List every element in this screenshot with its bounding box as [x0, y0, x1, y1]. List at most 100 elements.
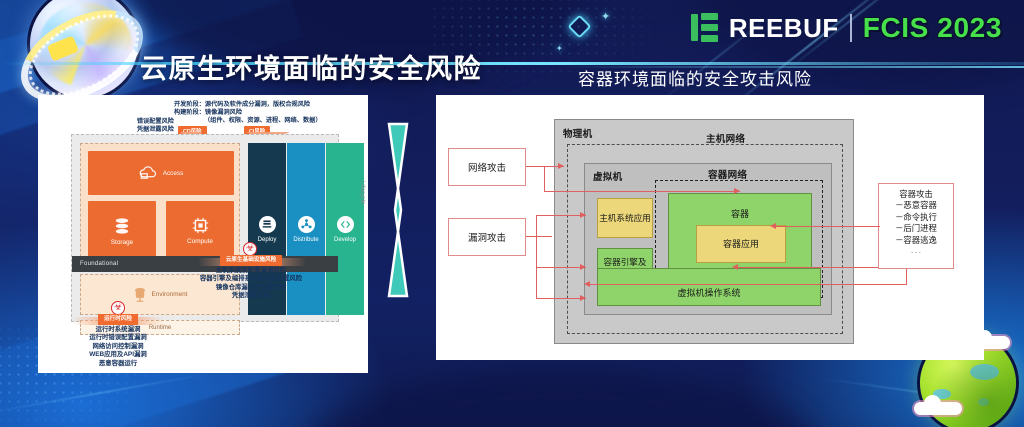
logo-divider	[849, 13, 852, 42]
network-attack-label: 网络攻击	[467, 163, 506, 174]
connector-vuln-3-h	[536, 298, 586, 300]
connector-vuln-1-h2	[536, 215, 586, 217]
environment-icon	[134, 287, 145, 302]
infra-risk-note: 云原生基础设施风险 主机系统及配置漏洞风险 容器引擎及编排系统漏洞及配置风险 镜…	[168, 255, 334, 301]
event-name: FCIS 2023	[862, 11, 1002, 43]
lifecycle-axis-label: Lifecycle	[359, 181, 365, 205]
biohazard-icon-infra: ☣	[243, 242, 257, 256]
cpu-icon	[192, 217, 208, 234]
connector-attack-3-h	[736, 267, 878, 269]
infra-risk-line-2: 容器引擎及编排系统漏洞及配置风险	[199, 275, 303, 283]
connector-attack-3-arrow	[732, 264, 738, 270]
header-glow-line-secondary	[560, 66, 1024, 68]
runtime-risk-line-1: 运行时系统漏洞	[95, 325, 141, 333]
container-attack-item-4: －容器逃逸	[895, 234, 937, 245]
left-note-line-1: 错误配置风险	[136, 118, 174, 125]
runtime-label: Runtime	[148, 324, 172, 331]
connector-attack-2-v	[906, 269, 908, 285]
connector-vuln-1-arrow	[580, 212, 586, 218]
container-attack-item-1: －恶意容器	[895, 200, 937, 211]
host-system-app-box: 主机系统应用	[597, 198, 653, 238]
left-side-note: 错误配置风险 凭据泄露风险	[82, 118, 174, 134]
container-attack-item-5: . . .	[911, 248, 921, 256]
runtime-risk-line-5: 恶意容器运行	[98, 359, 138, 367]
runtime-risk-head: 运行时风险	[98, 314, 138, 325]
virtual-machine-box: 虚拟机 容器网络 容器 容器应用 主机系统应用	[584, 163, 832, 315]
distribute-icon	[297, 215, 315, 233]
bg-blob-bottom	[300, 370, 820, 427]
brand-name: REEBUF	[728, 12, 839, 43]
container-attack-list: 容器攻击 －恶意容器 －命令执行 －后门进程 －容器逃逸 . . .	[878, 183, 954, 269]
connector-attack-1-arrow	[770, 223, 776, 229]
connector-vuln-2-h	[536, 267, 586, 269]
distribute-label: Distribute	[293, 236, 319, 243]
top-note-line-2: 构建阶段：镜像漏洞风险	[174, 109, 243, 117]
tile-storage: Storage	[88, 201, 156, 261]
connector-vuln-2-arrow	[580, 264, 586, 270]
header-glow-line	[0, 62, 1024, 65]
runtime-risk-line-3: 网络访问控制漏洞	[92, 342, 144, 350]
code-icon	[336, 215, 354, 233]
container-app-label: 容器应用	[722, 239, 759, 249]
left-top-note: 开发阶段：源代码及软件成分漏洞，版权合规风险 构建阶段：镜像漏洞风险 （组件、权…	[174, 101, 366, 126]
foundational-label: Foundational	[80, 261, 119, 267]
tile-storage-label: Storage	[110, 238, 134, 246]
sparkle-icon-2: ✦	[556, 44, 563, 53]
container-label: 容器	[730, 209, 749, 219]
container-attack-item-3: －后门进程	[895, 223, 937, 234]
connector-net-2-h	[544, 191, 740, 193]
left-diagram-frame: Access Storage	[71, 134, 365, 335]
connector-vuln-1-h	[526, 236, 552, 238]
host-network-label: 主机网络	[706, 134, 746, 145]
lifecycle-column-develop: Develop	[326, 143, 364, 315]
connector-net-2-v	[544, 166, 546, 192]
runtime-risk-line-2: 运行时错误配置漏洞	[89, 334, 147, 342]
connector-attack-1-h	[774, 226, 880, 228]
vm-os-label: 虚拟机操作系统	[677, 288, 741, 298]
infra-risk-head: 云原生基础设施风险	[219, 255, 283, 266]
network-attack-box: 网络攻击	[448, 148, 526, 186]
virtual-machine-label: 虚拟机	[593, 172, 623, 183]
top-note-line-3: （组件、权限、资源、进程、网络、数据）	[204, 117, 322, 125]
deploy-label: Deploy	[257, 236, 277, 243]
biohazard-icon-runtime: ☣	[111, 301, 125, 315]
left-diagram-panel: 开发阶段：源代码及软件成分漏洞，版权合规风险 构建阶段：镜像漏洞风险 （组件、权…	[38, 95, 368, 373]
runtime-risk-line-4: WEB应用及API漏洞	[89, 351, 147, 359]
container-attack-title: 容器攻击	[899, 189, 933, 199]
connector-vuln-2-v	[536, 236, 538, 268]
tile-access-label: Access	[162, 169, 184, 177]
infra-risk-line-4: 凭据泄露风险	[231, 292, 271, 300]
vuln-attack-label: 漏洞攻击	[467, 233, 506, 244]
sparkle-icon-1: ✦	[601, 11, 611, 23]
environment-label: Environment	[151, 291, 188, 298]
connector-vuln-1-v	[536, 215, 538, 237]
container-app-box: 容器应用	[696, 225, 786, 263]
develop-label: Develop	[333, 236, 356, 243]
connector-attack-2-arrow	[584, 281, 590, 287]
deploy-icon	[258, 215, 276, 233]
host-network-box: 主机网络 虚拟机 容器网络 容器 容器应用	[567, 134, 843, 334]
vuln-attack-box: 漏洞攻击	[448, 218, 526, 256]
physical-machine-box: 物理机 主机网络 虚拟机 容器网络 容器 容器应用	[554, 119, 854, 344]
section-subtitle: 容器环境面临的安全攻击风险	[578, 70, 812, 89]
infra-resource-group: Access Storage	[80, 143, 240, 267]
environment-band: Environment	[80, 274, 240, 315]
top-note-line-1: 开发阶段：源代码及软件成分漏洞，版权合规风险	[174, 101, 311, 108]
infra-risk-line-1: 主机系统及配置漏洞风险	[215, 266, 287, 274]
tile-access: Access	[88, 151, 234, 195]
connector-net-1-arrow	[558, 163, 564, 169]
host-system-app-label: 主机系统应用	[599, 212, 651, 223]
database-icon	[115, 217, 129, 234]
cloud-access-icon	[139, 166, 156, 179]
physical-machine-label: 物理机	[563, 129, 593, 140]
tile-compute: Compute	[166, 201, 234, 261]
connector-vuln-3-v	[536, 267, 538, 299]
connector-net-2-arrow	[734, 188, 740, 194]
lifecycle-column-deploy: Deploy	[248, 143, 286, 315]
left-note-line-2: 凭据泄露风险	[136, 126, 174, 134]
iridescent-sphere-decoration	[30, 0, 138, 98]
freebuf-mark-icon	[690, 13, 718, 42]
connector-attack-2-h	[588, 284, 907, 286]
tile-compute-label: Compute	[187, 238, 213, 245]
